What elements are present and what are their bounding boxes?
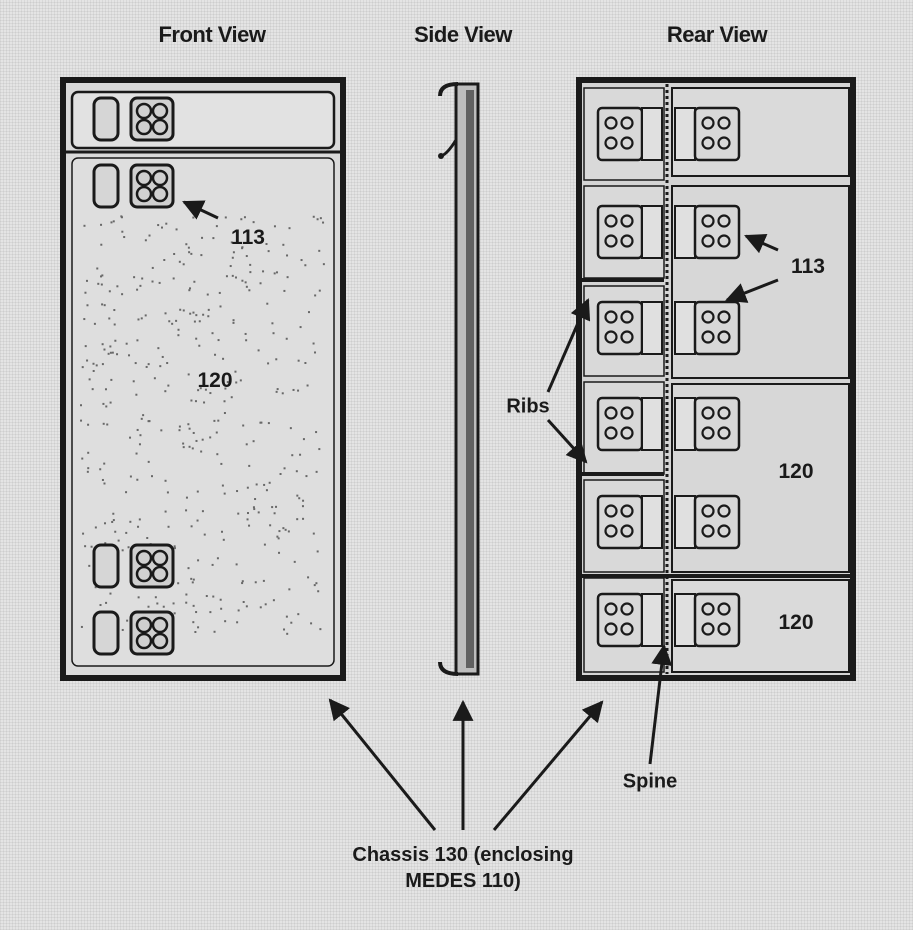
rear-right-connector (693, 494, 741, 550)
side-view (438, 82, 480, 676)
ribs-arrow (546, 298, 591, 393)
rear-left-connector (596, 204, 644, 260)
rear-113-arrow (744, 233, 779, 254)
rear-left-connector (596, 592, 644, 648)
front-slot-connector (92, 543, 120, 589)
caption-line-2: MEDES 110) (405, 870, 521, 892)
ribs-label: Ribs (506, 395, 550, 418)
front-quad-connector (129, 610, 175, 656)
rear-right-connector (693, 592, 741, 648)
front-slot-connector (92, 610, 120, 656)
caption-line-1: Chassis 130 (enclosing (352, 844, 574, 866)
rear-right-connector (693, 106, 741, 162)
rear-view-title: Rear View (666, 22, 768, 47)
rear-right-bracket (674, 495, 696, 549)
front-view-title: Front View (158, 22, 266, 47)
chassis-arrow-front (328, 698, 437, 831)
front-quad-connector (129, 163, 175, 209)
rear-left-bracket (641, 397, 663, 451)
spine-label: Spine (622, 770, 678, 793)
front-main-module (71, 157, 335, 667)
rear-left-connector (596, 300, 644, 356)
rear-view (546, 77, 856, 765)
rear-right-bracket (674, 107, 696, 161)
rear-113-arrow (725, 278, 779, 303)
front-quad-connector (129, 543, 175, 589)
rear-connector-label: 113 (791, 255, 825, 278)
spine-arrow (648, 643, 673, 765)
rear-module-label: 120 (778, 460, 814, 483)
rear-left-connector (596, 106, 644, 162)
rear-left-bracket (641, 495, 663, 549)
front-113-arrow (182, 200, 219, 220)
rear-right-connector (693, 396, 741, 452)
rear-right-bracket (674, 593, 696, 647)
rear-left-connector (596, 494, 644, 550)
front-quad-connector (129, 96, 175, 142)
rear-left-bracket (641, 593, 663, 647)
rear-right-connector (693, 204, 741, 260)
front-module-label: 120 (197, 369, 233, 392)
rear-left-connector (596, 396, 644, 452)
rear-right-connector (693, 300, 741, 356)
rear-module-label: 120 (778, 611, 814, 634)
rear-left-bracket (641, 205, 663, 259)
front-slot-connector (92, 96, 120, 142)
rear-right-bracket (674, 301, 696, 355)
front-slot-connector (92, 163, 120, 209)
side-view-title: Side View (414, 22, 512, 47)
chassis-arrow-rear (492, 700, 604, 831)
rear-right-bracket (674, 397, 696, 451)
rear-left-bracket (641, 107, 663, 161)
ribs-arrow (546, 418, 588, 464)
rear-right-bracket (674, 205, 696, 259)
front-connector-label: 113 (231, 226, 265, 249)
chassis-caption: Chassis 130 (enclosing MEDES 110) (352, 842, 573, 894)
rear-right-module (671, 579, 850, 673)
rear-left-bracket (641, 301, 663, 355)
front-view (60, 77, 346, 681)
